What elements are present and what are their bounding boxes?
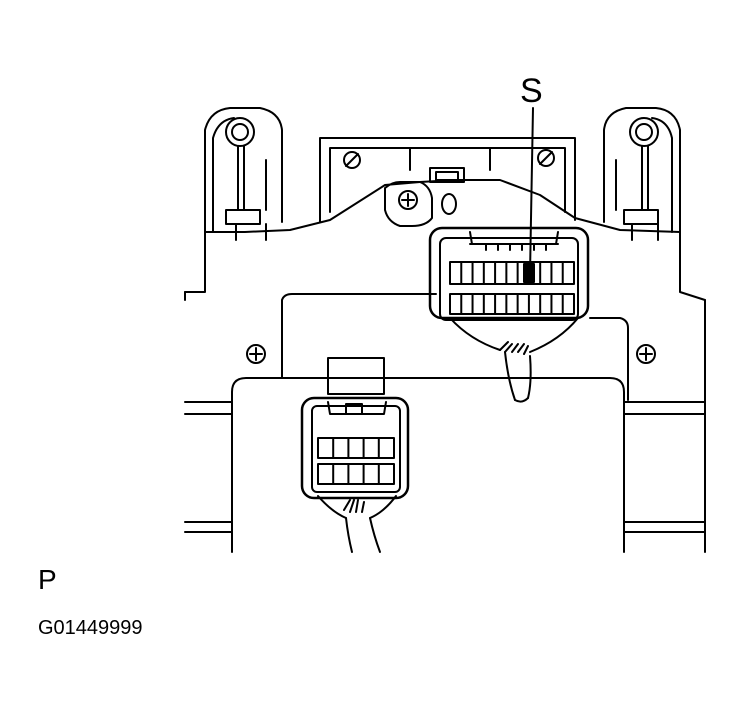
left-mount-loop bbox=[225, 117, 267, 241]
view-label: P bbox=[38, 564, 57, 595]
callout-label-s: S bbox=[520, 72, 543, 110]
center-plate bbox=[384, 181, 457, 227]
callout-leader-s bbox=[529, 107, 534, 275]
upper-connector bbox=[428, 226, 590, 403]
upper-bracket bbox=[184, 107, 706, 301]
right-mount-loop bbox=[615, 117, 659, 241]
ecu-body bbox=[184, 291, 706, 553]
figure-id: G01449999 bbox=[38, 617, 143, 639]
lower-connector bbox=[300, 396, 410, 553]
